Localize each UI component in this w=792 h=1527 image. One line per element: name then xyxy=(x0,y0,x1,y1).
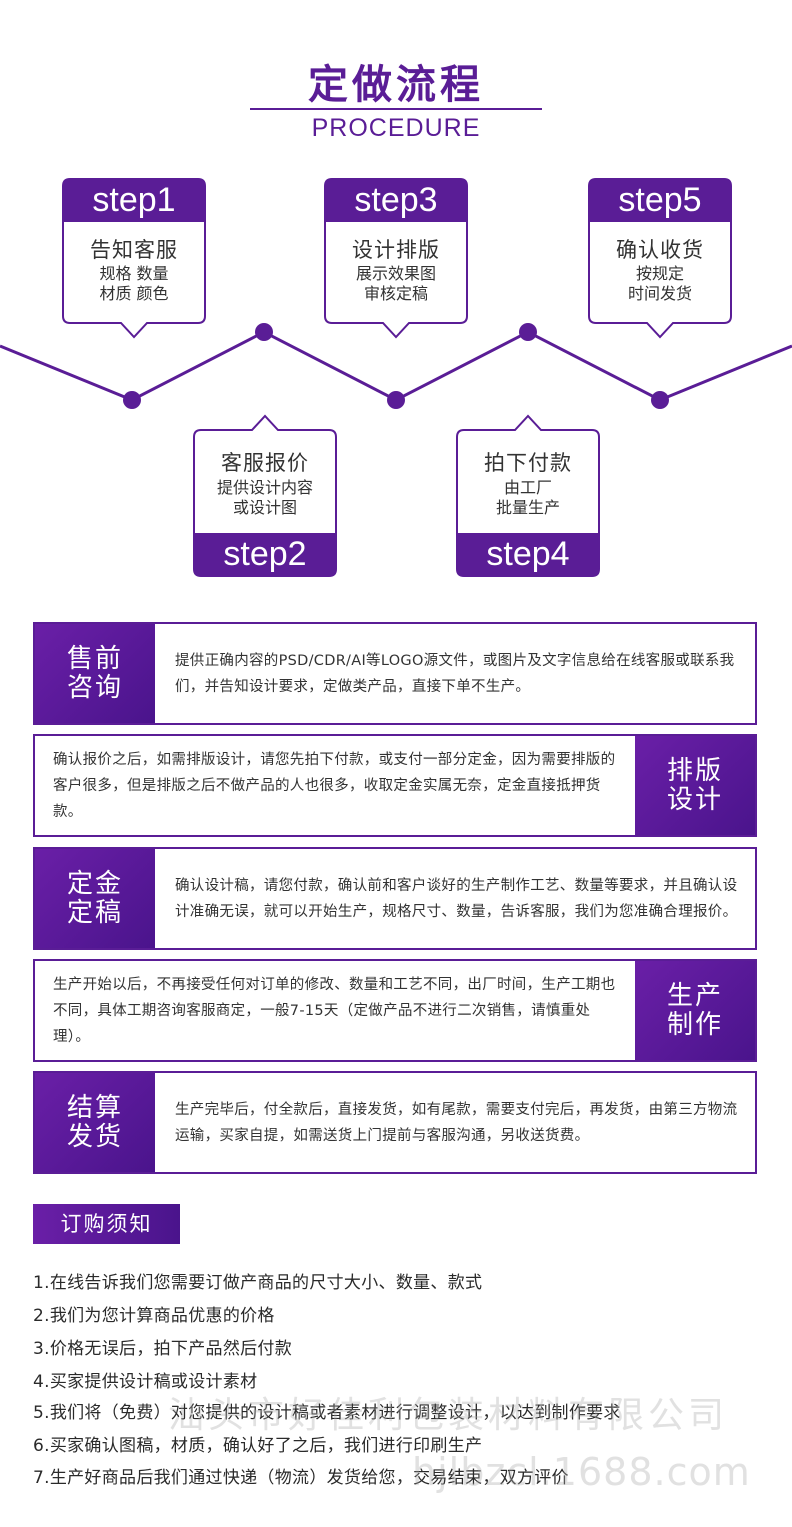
step-detail: 规格 数量 xyxy=(99,264,169,283)
step-detail: 审核定稿 xyxy=(363,284,428,303)
step-label: step1 xyxy=(92,181,176,219)
row-tag-line: 定稿 xyxy=(66,897,123,928)
step-label: step5 xyxy=(618,181,702,219)
step-label: step4 xyxy=(486,535,570,573)
step-title: 告知客服 xyxy=(90,238,178,262)
row-paragraph: 生产开始以后，不再接受任何对订单的修改、数量和工艺不同，出厂时间，生产工期也不同… xyxy=(53,976,616,1045)
step-title: 设计排版 xyxy=(352,238,440,262)
row-paragraph: 生产完毕后，付全款后，直接发货，如有尾款，需要支付完后，再发货，由第三方物流运输… xyxy=(175,1101,738,1144)
row-tag-line: 排版 xyxy=(666,755,723,786)
row-tag-line: 结算 xyxy=(66,1092,123,1123)
step-detail: 展示效果图 xyxy=(355,264,436,283)
row-tag: 生产制作 xyxy=(635,961,755,1060)
row-tag-line: 发货 xyxy=(66,1121,123,1152)
row-text: 确认报价之后，如需排版设计，请您先拍下付款，或支付一部分定金，因为需要排版的客户… xyxy=(53,736,621,835)
notice-item: 4.买家提供设计稿或设计素材 xyxy=(33,1372,258,1392)
step-label: step3 xyxy=(354,181,438,219)
row-paragraph: 提供正确内容的PSD/CDR/AI等LOGO源文件，或图片及文字信息给在线客服或… xyxy=(175,652,735,695)
row-text: 提供正确内容的PSD/CDR/AI等LOGO源文件，或图片及文字信息给在线客服或… xyxy=(175,624,745,723)
row-paragraph: 确认设计稿，请您付款，确认前和客户谈好的生产制作工艺、数量等要求，并且确认设计准… xyxy=(175,877,738,920)
row-text: 确认设计稿，请您付款，确认前和客户谈好的生产制作工艺、数量等要求，并且确认设计准… xyxy=(175,849,745,948)
timeline-node xyxy=(519,323,537,341)
row-text: 生产开始以后，不再接受任何对订单的修改、数量和工艺不同，出厂时间，生产工期也不同… xyxy=(53,961,621,1060)
step-card-4: 拍下付款 由工厂 批量生产 step4 xyxy=(456,414,600,577)
timeline-node xyxy=(387,391,405,409)
step-card-3: step3 设计排版 展示效果图 审核定稿 xyxy=(324,178,468,339)
step-detail: 由工厂 xyxy=(503,478,552,497)
step-card-2: 客服报价 提供设计内容 或设计图 step2 xyxy=(193,414,337,577)
step-title: 客服报价 xyxy=(221,451,309,475)
info-row-presale: 售前咨询 提供正确内容的PSD/CDR/AI等LOGO源文件，或图片及文字信息给… xyxy=(33,622,757,725)
row-tag: 售前咨询 xyxy=(35,624,155,723)
info-row-settlement: 结算发货 生产完毕后，付全款后，直接发货，如有尾款，需要支付完后，再发货，由第三… xyxy=(33,1071,757,1174)
row-tag: 排版设计 xyxy=(635,736,755,835)
row-tag-line: 售前 xyxy=(66,643,123,674)
notice-heading: 订购须知 xyxy=(33,1204,180,1244)
notice-item: 2.我们为您计算商品优惠的价格 xyxy=(33,1306,275,1326)
title-divider xyxy=(250,108,542,110)
row-tag-line: 定金 xyxy=(66,868,123,899)
row-tag-line: 生产 xyxy=(666,980,723,1011)
step-detail: 材质 颜色 xyxy=(99,284,169,303)
timeline-node xyxy=(255,323,273,341)
step-label: step2 xyxy=(223,535,307,573)
info-row-production: 生产开始以后，不再接受任何对订单的修改、数量和工艺不同，出厂时间，生产工期也不同… xyxy=(33,959,757,1062)
step-detail: 按规定 xyxy=(635,264,684,283)
row-text: 生产完毕后，付全款后，直接发货，如有尾款，需要支付完后，再发货，由第三方物流运输… xyxy=(175,1073,745,1172)
process-timeline xyxy=(0,323,792,409)
step-card-1: step1 告知客服 规格 数量 材质 颜色 xyxy=(62,178,206,339)
timeline-node xyxy=(651,391,669,409)
row-tag: 结算发货 xyxy=(35,1073,155,1172)
page-subtitle: PROCEDURE xyxy=(311,114,481,142)
row-tag: 定金定稿 xyxy=(35,849,155,948)
notice-item: 5.我们将（免费）对您提供的设计稿或者素材进行调整设计，以达到制作要求 xyxy=(33,1403,621,1423)
step-card-5: step5 确认收货 按规定 时间发货 xyxy=(588,178,732,339)
step-detail: 提供设计内容 xyxy=(216,478,313,497)
row-tag-line: 制作 xyxy=(666,1009,723,1040)
step-title: 拍下付款 xyxy=(484,451,572,475)
info-row-design: 确认报价之后，如需排版设计，请您先拍下付款，或支付一部分定金，因为需要排版的客户… xyxy=(33,734,757,837)
timeline-node xyxy=(123,391,141,409)
notice-item: 3.价格无误后，拍下产品然后付款 xyxy=(33,1339,293,1359)
step-detail: 批量生产 xyxy=(495,498,560,517)
notice-item: 6.买家确认图稿，材质，确认好了之后，我们进行印刷生产 xyxy=(33,1436,483,1456)
row-paragraph: 确认报价之后，如需排版设计，请您先拍下付款，或支付一部分定金，因为需要排版的客户… xyxy=(53,751,616,820)
row-tag-line: 咨询 xyxy=(66,672,123,703)
step-title: 确认收货 xyxy=(616,238,704,262)
info-row-deposit: 定金定稿 确认设计稿，请您付款，确认前和客户谈好的生产制作工艺、数量等要求，并且… xyxy=(33,847,757,950)
notice-item: 1.在线告诉我们您需要订做产商品的尺寸大小、数量、款式 xyxy=(33,1273,483,1293)
notice-item: 7.生产好商品后我们通过快递（物流）发货给您，交易结束，双方评价 xyxy=(33,1468,569,1488)
page-title: 定做流程 xyxy=(308,62,484,108)
row-tag-line: 设计 xyxy=(666,784,723,815)
step-detail: 或设计图 xyxy=(232,498,297,517)
step-detail: 时间发货 xyxy=(627,284,692,303)
